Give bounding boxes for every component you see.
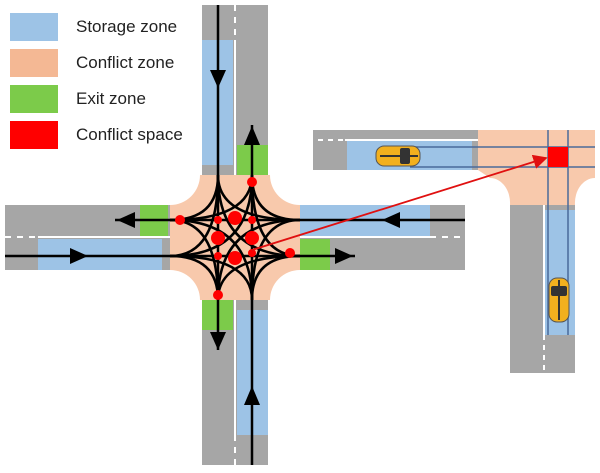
conflict-point (248, 216, 256, 224)
turning-path (169, 174, 254, 258)
legend-label: Conflict zone (76, 53, 175, 72)
legend-label: Exit zone (76, 89, 146, 108)
legend-item-conflict-space: Conflict space (10, 117, 183, 153)
conflict-point (247, 177, 257, 187)
conflict-point (248, 249, 256, 257)
legend-item-conflict-zone: Conflict zone (10, 45, 183, 81)
conflict-zone-swatch (10, 49, 58, 77)
callout-arrow (251, 154, 548, 251)
lane-dividers (5, 5, 465, 465)
conflict-points (175, 177, 295, 300)
conflict-point (213, 290, 223, 300)
turning-path (169, 218, 254, 301)
turning-path (216, 174, 301, 258)
conflict-space-swatch (10, 121, 58, 149)
conflict-point (211, 231, 225, 245)
legend: Storage zone Conflict zone Exit zone Con… (10, 9, 183, 153)
conflict-point (175, 215, 185, 225)
conflict-point (245, 231, 259, 245)
legend-label: Storage zone (76, 17, 178, 36)
car-icon (375, 145, 421, 167)
legend-item-storage: Storage zone (10, 9, 183, 45)
direction-arrows (70, 70, 400, 405)
legend-item-exit: Exit zone (10, 81, 183, 117)
exit-swatch (10, 85, 58, 113)
legend-label: Conflict space (76, 125, 183, 144)
conflict-zone (170, 175, 300, 300)
turning-path (216, 218, 301, 301)
turning-path (250, 218, 301, 301)
car-icon (548, 277, 570, 323)
inset-detail (313, 130, 595, 373)
conflict-space (548, 147, 568, 167)
conflict-point (228, 251, 242, 265)
conflict-point (214, 252, 222, 260)
conflict-point (214, 216, 222, 224)
storage-swatch (10, 13, 58, 41)
conflict-point (285, 248, 295, 258)
conflict-point (228, 211, 242, 225)
